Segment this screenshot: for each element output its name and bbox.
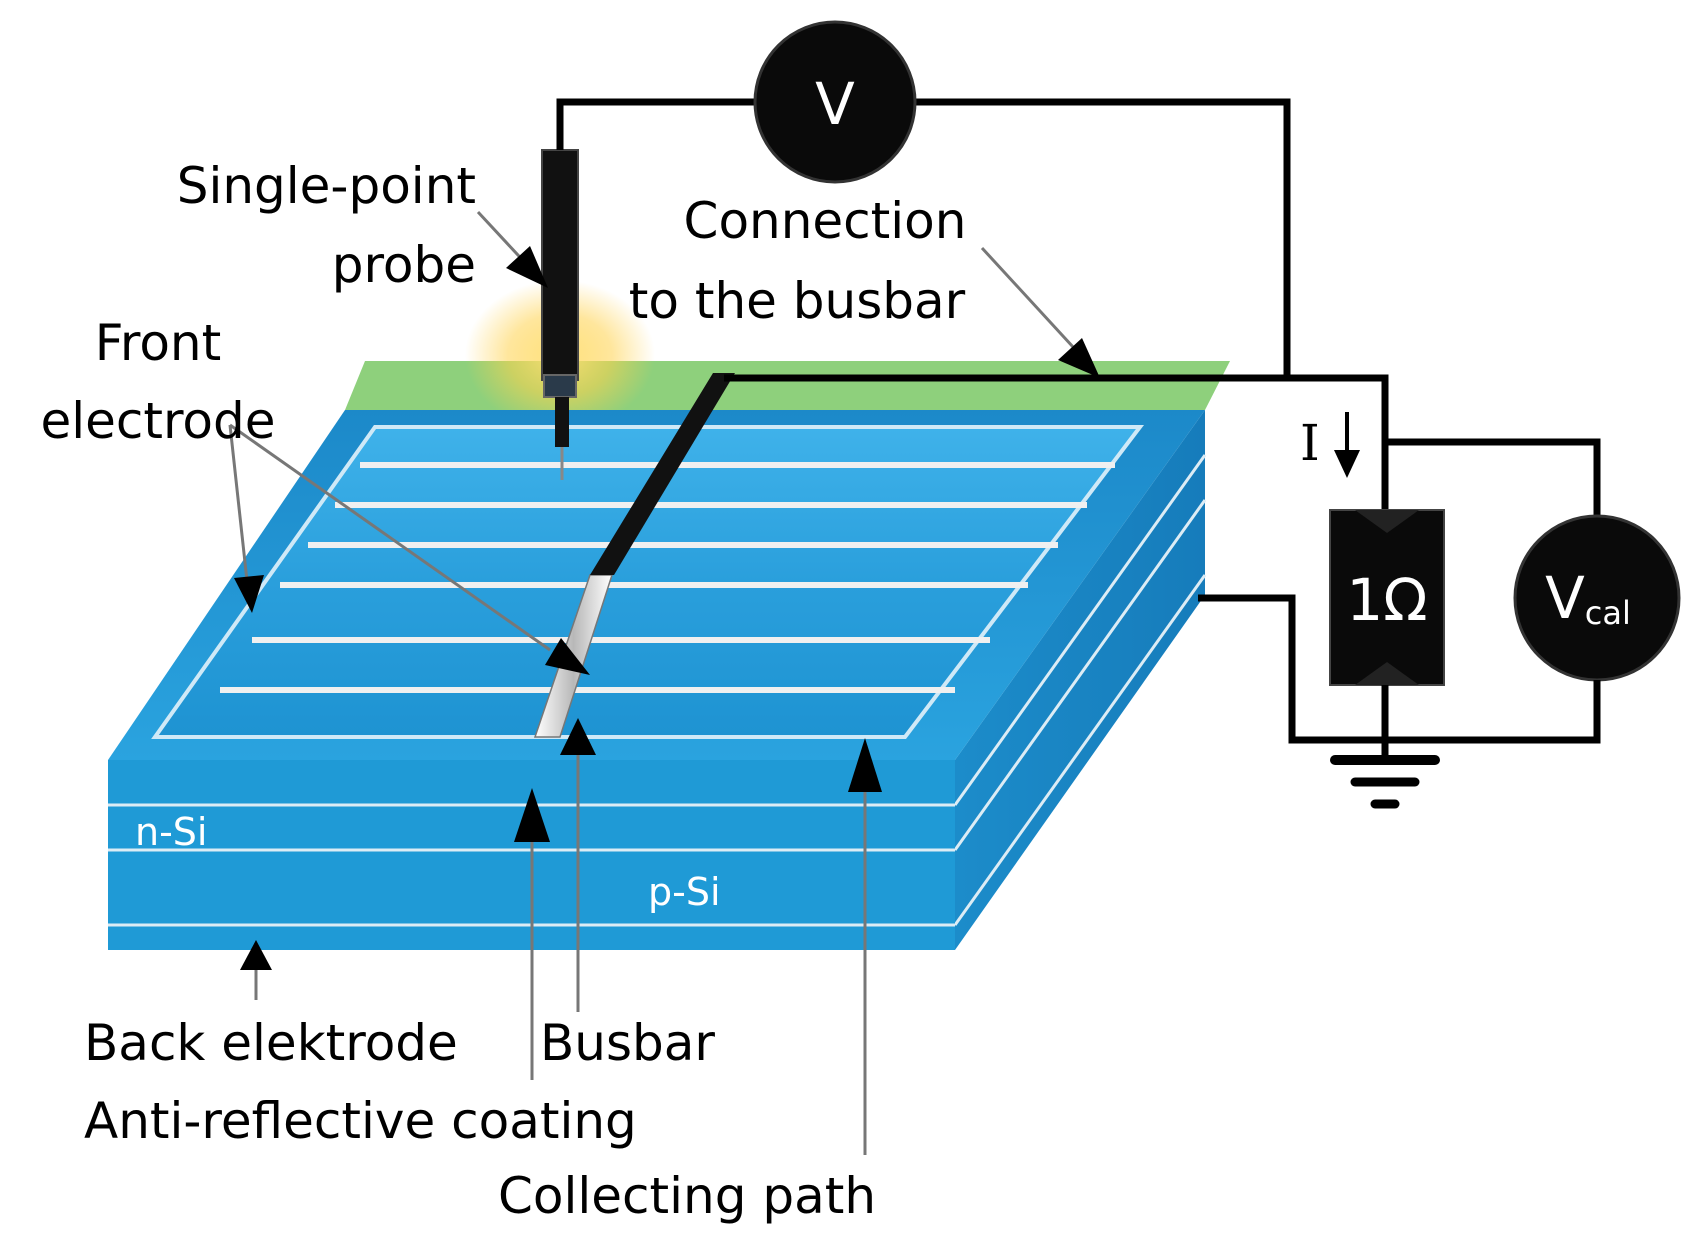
probe-collar (543, 374, 577, 398)
probe-tip (555, 397, 569, 447)
resistor-notch-bottom (1355, 662, 1419, 685)
anti-reflective-label: Anti-reflective coating (84, 1092, 637, 1150)
ground-icon (1330, 755, 1440, 809)
vcal-main: V (1545, 564, 1585, 632)
leader-arrowheads (234, 246, 1100, 970)
resistor-body (1329, 509, 1445, 686)
wire-probe-to-voltmeter (556, 98, 755, 150)
arrowhead-connection (1058, 338, 1100, 378)
front-electrode-label-line1: Front (95, 314, 221, 372)
resistor-notch-top (1355, 510, 1419, 533)
leader-front-2 (229, 423, 551, 652)
front-electrode-label-line2: electrode (40, 392, 275, 450)
collecting-path-label: Collecting path (498, 1167, 876, 1225)
arrowhead-front-1 (234, 575, 264, 613)
arrowhead-busbar (560, 718, 596, 755)
probe-body (541, 149, 579, 381)
leader-front-1 (228, 424, 250, 591)
wire-vcal-bottom (1385, 680, 1601, 744)
wire-resistor-to-vcal-top (1385, 438, 1601, 520)
n-si-label: n-Si (135, 810, 207, 854)
arrowhead-front-2 (545, 638, 590, 675)
leader-connection (980, 246, 1087, 362)
busbar-connection-wire (590, 373, 735, 575)
probe-label-line1: Single-point (177, 157, 476, 215)
current-label: I (1300, 414, 1320, 472)
arrowhead-probe (506, 246, 548, 288)
p-si-label: p-Si (648, 870, 721, 914)
vcal-meter-label: Vcal (1545, 564, 1631, 632)
wire-back-electrode (1198, 594, 1385, 744)
back-electrode-label: Back elektrode (84, 1014, 458, 1072)
voltmeter-label: V (815, 70, 855, 138)
current-arrow-head (1334, 450, 1360, 478)
arrowhead-anti-reflective (514, 788, 550, 842)
side-layer-lines (953, 454, 1207, 926)
connection-label-line2: to the busbar (629, 272, 966, 330)
resistor-label: 1Ω (1346, 566, 1427, 634)
voltmeter-circle (753, 20, 917, 184)
wire-voltmeter-to-right (915, 98, 1291, 378)
busbar-label: Busbar (540, 1014, 715, 1072)
connection-label-line1: Connection (684, 192, 967, 250)
arrowhead-collecting (848, 738, 882, 792)
vcal-sub: cal (1585, 594, 1631, 632)
leader-lines (228, 210, 1087, 1155)
probe-label-line2: probe (332, 236, 476, 294)
front-electrode-fingers (220, 462, 1115, 693)
wire-busbar-to-resistor (724, 374, 1389, 510)
arrowhead-back (240, 940, 272, 970)
